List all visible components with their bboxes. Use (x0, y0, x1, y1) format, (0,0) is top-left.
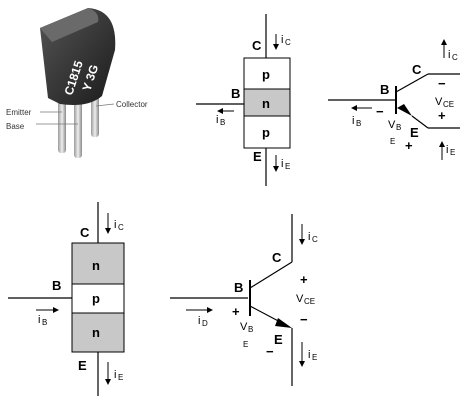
pnp-region-bottom (243, 115, 291, 149)
npn-sym-e: E (274, 332, 283, 347)
transistor-package: C1815 Y 3G Emitter Base Collector (6, 8, 148, 158)
pin-label-base: Base (6, 122, 25, 131)
pnp-ic-sub: C (285, 38, 291, 47)
npn-vbe-plus: + (232, 304, 240, 319)
pnp-sym-ie-i: i (446, 144, 448, 156)
pnp-vce-plus: + (438, 108, 446, 123)
npn-sym-ib-sub: D (202, 319, 208, 328)
npn-region-middle (71, 283, 125, 314)
npn-symbol-diagram: C B E + V CE − + V B E − i C i D i E (170, 214, 318, 386)
pnp-symbol-diagram: C B E − V CE + − V B E + i C i B i E (328, 39, 460, 160)
npn-vbe-minus: − (266, 344, 274, 359)
pnp-vce-minus: − (438, 76, 446, 91)
pnp-vbe-plus: + (405, 138, 413, 153)
npn-terminal-e: E (78, 358, 87, 373)
pnp-sym-ib-i: i (352, 115, 354, 127)
pnp-vbe-minus: − (376, 104, 384, 119)
npn-terminal-b: B (52, 278, 61, 293)
npn-ic-i: i (114, 219, 116, 231)
npn-vce-minus: − (300, 312, 308, 327)
npn-sym-ic-sub: C (312, 235, 318, 244)
pnp-label-middle: n (262, 96, 270, 111)
npn-label-top: n (92, 258, 100, 273)
pnp-vce-sub: CE (443, 100, 454, 109)
pnp-sym-c: C (412, 62, 422, 77)
lead-base (74, 100, 82, 158)
npn-terminal-c: C (80, 225, 90, 240)
pnp-vce-v: V (435, 96, 443, 108)
npn-sym-ib-i: i (198, 315, 200, 327)
npn-sym-b: B (234, 280, 243, 295)
pnp-label-top: p (262, 67, 270, 82)
pnp-terminal-b: B (231, 86, 240, 101)
npn-label-bottom: n (92, 325, 100, 340)
pin-label-emitter: Emitter (6, 108, 32, 117)
npn-sym-c: C (272, 250, 282, 265)
npn-block-diagram: n p n C B E i C i B i E (8, 202, 125, 396)
pnp-block-diagram: p n p C B E i C i B i E (196, 14, 291, 186)
npn-vbe-sub2: E (243, 340, 248, 349)
pnp-terminal-c: C (252, 38, 262, 53)
npn-vce-plus: + (300, 272, 308, 287)
pnp-sym-e: E (410, 125, 419, 140)
pnp-ie-sub: E (285, 162, 290, 171)
npn-region-bottom (71, 312, 125, 353)
npn-ib-sub: B (42, 318, 47, 327)
npn-region-top (71, 242, 125, 285)
pnp-sym-b: B (380, 82, 389, 97)
npn-label-middle: p (92, 291, 100, 306)
npn-ib-i: i (38, 314, 40, 326)
pnp-label-bottom: p (262, 125, 270, 140)
pnp-ib-i: i (216, 114, 218, 126)
npn-vbe-sub1: B (248, 325, 253, 334)
npn-ic-sub: C (118, 223, 124, 232)
pnp-sym-ic-sub: C (452, 53, 458, 62)
npn-sym-ie-sub: E (312, 353, 317, 362)
pnp-vbe-sub2: E (390, 137, 395, 146)
pnp-region-top (243, 57, 291, 90)
npn-ie-sub: E (118, 373, 123, 382)
npn-vbe-v: V (240, 321, 248, 333)
pnp-sym-ie-sub: E (450, 148, 455, 157)
pnp-sym-ib-sub: B (356, 119, 361, 128)
pin-label-collector: Collector (116, 100, 148, 109)
pnp-vbe-sub1: B (396, 123, 401, 132)
pnp-sym-ic-i: i (448, 49, 450, 61)
pnp-terminal-e: E (253, 149, 262, 164)
pnp-ib-sub: B (220, 118, 225, 127)
pnp-ic-i: i (281, 34, 283, 46)
npn-sym-ie-i: i (308, 349, 310, 361)
pnp-vbe-v: V (388, 119, 396, 131)
npn-ie-i: i (114, 369, 116, 381)
npn-vce-v: V (296, 293, 304, 305)
npn-vce-sub: CE (304, 297, 315, 306)
npn-sym-ic-i: i (308, 231, 310, 243)
pnp-ie-i: i (281, 158, 283, 170)
